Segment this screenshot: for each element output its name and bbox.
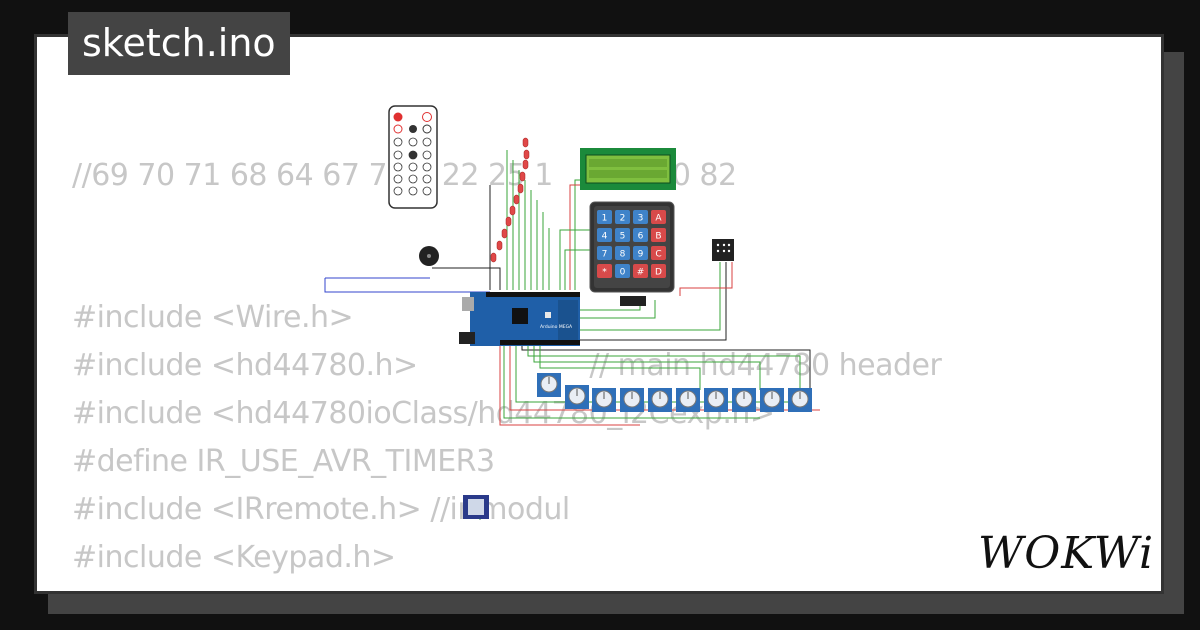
ir-remote[interactable] [388,105,438,209]
keypad-key-label: C [655,250,661,260]
led [496,240,503,251]
keypad-key[interactable] [651,210,666,224]
keypad-key[interactable] [615,246,630,260]
led [519,171,526,182]
led [513,194,520,205]
board-label: Arduino MEGA [540,324,573,330]
potentiometer[interactable] [676,388,700,412]
potentiometer[interactable] [704,388,728,412]
wire-green [503,345,760,419]
code-line: #include <Wire.h> [72,300,354,335]
keypad-key[interactable] [597,228,612,242]
potentiometer[interactable] [788,388,812,412]
buzzer[interactable] [419,246,439,266]
keypad-key[interactable] [597,246,612,260]
keypad-key-label: 2 [620,214,626,224]
wire-green [574,179,582,290]
code-line: #include <hd44780.h> // main hd44780 hea… [72,348,942,383]
keypad[interactable]: 1 2 3 A 4 5 6 B 7 8 9 C * 0 # D [589,201,675,306]
keypad-key[interactable] [615,228,630,242]
keypad-key-label: 3 [638,214,644,224]
potentiometer[interactable] [760,388,784,412]
code-line: #include <IRremote.h> //ir modul [72,492,570,527]
wire-black [521,345,811,390]
led [522,137,529,148]
keypad-key-label: 5 [620,232,626,242]
lcd-display[interactable] [580,148,676,190]
keypad-key-label: 8 [620,250,626,260]
wire-green [580,262,721,331]
potentiometer-row[interactable] [537,373,812,412]
keypad-key[interactable] [633,264,648,278]
keypad-key-label: * [602,268,607,278]
keypad-key-label: B [655,232,661,242]
keypad-key[interactable] [633,228,648,242]
potentiometer[interactable] [537,373,561,397]
wire-green [580,300,656,319]
led [501,228,508,239]
file-title: sketch.ino [68,12,290,75]
keypad-key-label: D [655,268,662,278]
led [505,216,512,227]
wire-red [679,262,733,296]
wire-black [432,267,501,290]
wokwi-logo: WOKWi [978,528,1155,579]
keypad-key-label: # [637,268,645,278]
wire-red [569,184,582,290]
keypad-key[interactable] [633,210,648,224]
code-line: #define IR_USE_AVR_TIMER3 [72,444,495,479]
wire-green [564,249,592,290]
potentiometer[interactable] [592,388,616,412]
keypad-key[interactable] [651,264,666,278]
keypad-key[interactable] [633,246,648,260]
keypad-key-label: 6 [638,232,644,242]
led [523,149,530,160]
keypad-key-label: 0 [620,268,626,278]
code-line: #include <Keypad.h> [72,540,396,575]
keypad-key[interactable] [651,246,666,260]
potentiometer[interactable] [648,388,672,412]
led [517,183,524,194]
wire-green [539,345,701,390]
potentiometer[interactable] [732,388,756,412]
led-column[interactable] [490,137,530,263]
potentiometer[interactable] [620,388,644,412]
keypad-key[interactable] [651,228,666,242]
arduino-mega-board[interactable]: Arduino MEGA [459,292,580,346]
keypad-key-label: A [655,214,662,224]
keypad-key[interactable] [615,210,630,224]
wire-green [559,229,592,290]
led [509,205,516,216]
led [490,252,497,263]
wire-green [527,345,801,390]
keypad-key-label: 7 [602,250,608,260]
small-sensor[interactable] [463,495,489,519]
rtc-module[interactable] [712,239,734,261]
keypad-key[interactable] [597,210,612,224]
wire-blue [324,278,490,293]
led [522,159,529,170]
keypad-key-label: 9 [638,250,644,260]
wire-red [499,345,640,426]
wire-green [533,345,761,390]
potentiometer[interactable] [565,385,589,409]
keypad-key-label: 4 [602,232,608,242]
keypad-key[interactable] [597,264,612,278]
wires [324,150,820,520]
keypad-key[interactable] [615,264,630,278]
preview-card: //69 70 71 68 64 67 7 9 22 25 1 28 90 82… [34,34,1164,594]
keypad-key-label: 1 [602,214,608,224]
